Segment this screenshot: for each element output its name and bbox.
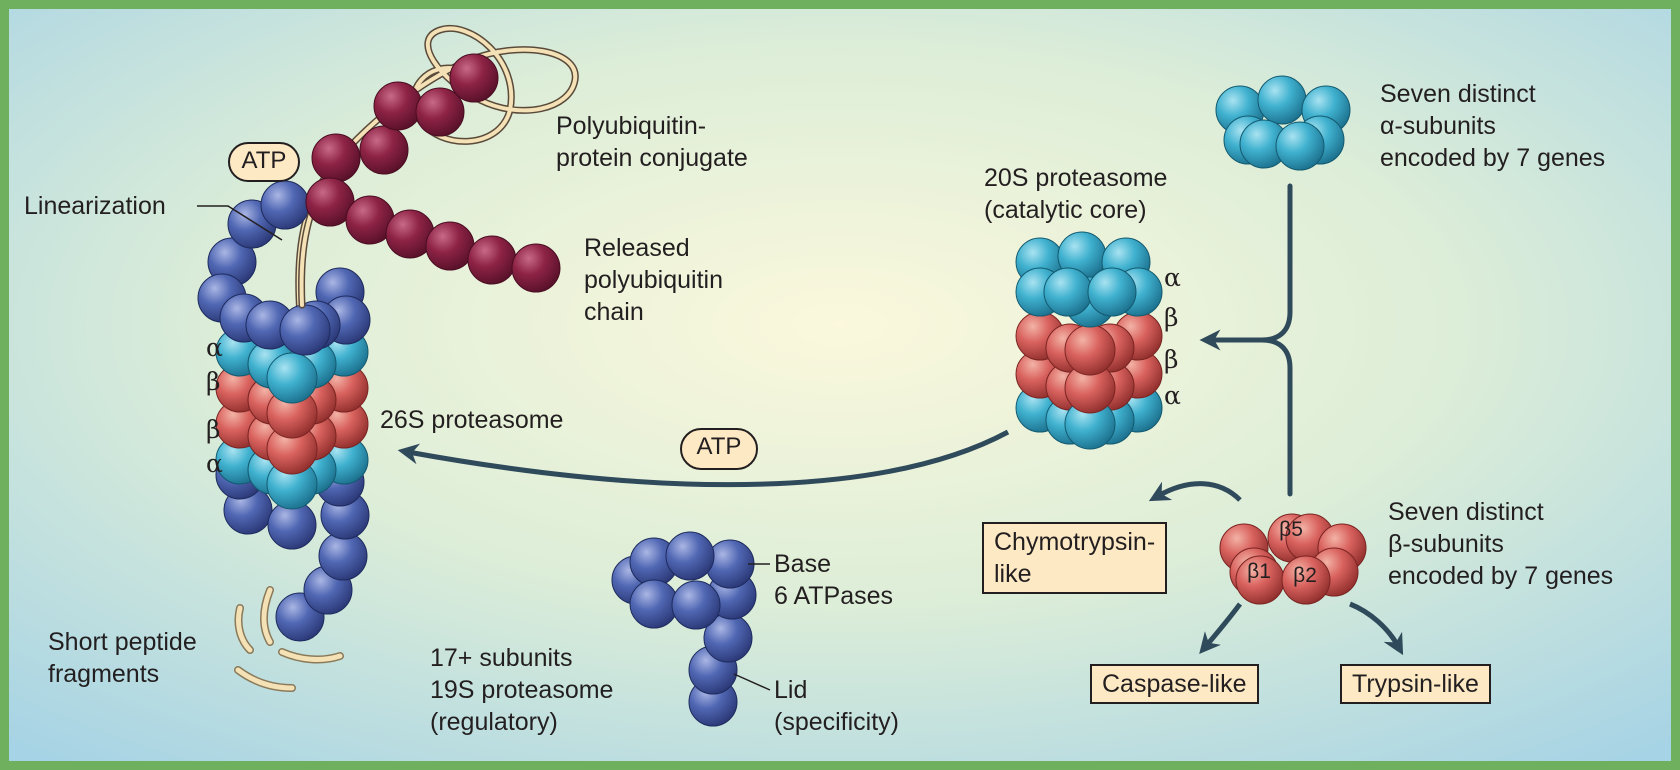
short-peptides-label: Short peptide fragments	[48, 628, 197, 688]
caspase-arrow	[1199, 602, 1242, 654]
ring-label-20s-alpha-top: α	[1164, 263, 1181, 292]
ring-label-26s-alpha-bottom: α	[206, 449, 223, 478]
ring-label-20s-beta-2: β	[1164, 345, 1179, 374]
proteasome-26s	[197, 180, 371, 642]
proteasome-19s	[611, 531, 757, 727]
polyubiquitin-conjugate-label: Polyubiquitin- protein conjugate	[556, 112, 748, 172]
caspase-like-box: Caspase-like	[1090, 664, 1259, 704]
alpha-subunit-ring	[1215, 75, 1351, 171]
assembly-bracket	[1199, 183, 1293, 497]
chymotrypsin-like-box: Chymotrypsin- like	[982, 522, 1168, 594]
ring-label-20s-beta-1: β	[1164, 303, 1179, 332]
assembly-arrow	[397, 429, 1010, 488]
peptide-fragments	[234, 586, 344, 692]
atp-badge-arrow: ATP	[680, 428, 758, 470]
beta2-label: β2	[1293, 564, 1317, 587]
polyubiquitin-chain	[305, 53, 561, 293]
regulatory-19s-label: 17+ subunits 19S proteasome (regulatory)	[430, 644, 614, 736]
beta-subunit-ring	[1219, 513, 1367, 605]
proteasome-26s-label: 26S proteasome	[380, 406, 564, 434]
ring-label-26s-beta-2: β	[206, 415, 221, 444]
alpha-subunits-label: Seven distinct α-subunits encoded by 7 g…	[1380, 80, 1606, 172]
chymotrypsin-arrow	[1148, 481, 1242, 502]
lid-label: Lid (specificity)	[774, 676, 900, 736]
ring-label-26s-beta-1: β	[206, 367, 221, 396]
ring-label-20s-alpha-bottom: α	[1164, 381, 1181, 410]
proteasome-20s-label: 20S proteasome (catalytic core)	[984, 164, 1168, 224]
beta-subunits-label: Seven distinct β-subunits encoded by 7 g…	[1388, 498, 1614, 590]
base-label: Base 6 ATPases	[774, 550, 894, 610]
proteasome-20s	[1015, 231, 1163, 450]
trypsin-like-box: Trypsin-like	[1340, 664, 1491, 704]
ring-label-26s-alpha-top: α	[206, 333, 223, 362]
beta5-label: β5	[1279, 518, 1303, 541]
linearization-label: Linearization	[24, 192, 166, 220]
beta1-label: β1	[1247, 560, 1271, 583]
trypsin-arrow	[1349, 601, 1404, 656]
released-chain-label: Released polyubiquitin chain	[584, 234, 723, 326]
protein-strand	[295, 25, 579, 319]
atp-badge-top: ATP	[228, 142, 300, 182]
